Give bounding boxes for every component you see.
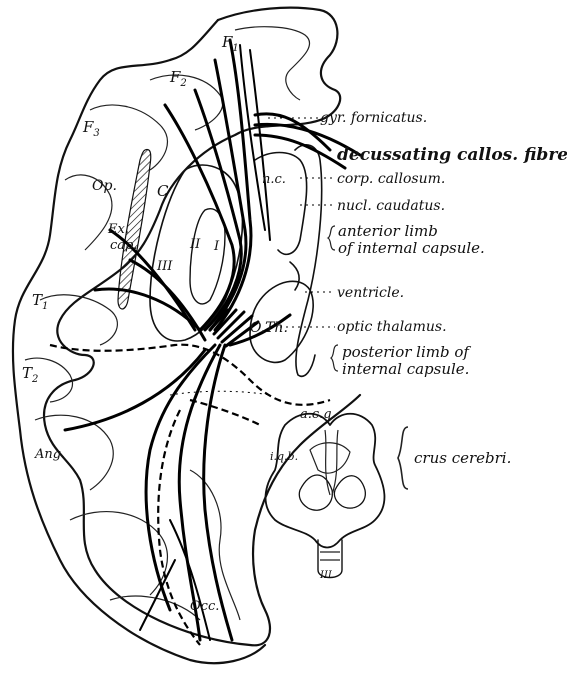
capsule-fibre-7: [204, 345, 232, 640]
globus-pallidus-outline: [190, 209, 225, 304]
label-decussating-callos-fibres: decussating callos. fibres.: [337, 145, 567, 165]
region-nc: n.c.: [262, 172, 286, 187]
ventricle-tail: [290, 262, 299, 290]
gyrus-contour-occ-3: [190, 470, 240, 620]
anterior-limb-fibre-2: [250, 50, 270, 240]
crus-cerebri-raphe: [325, 430, 330, 495]
label-anterior-limb-line1: anterior limb: [338, 222, 438, 240]
region-iii: III: [156, 259, 173, 274]
region-i: I: [213, 239, 220, 254]
region-f2: F2: [169, 68, 187, 89]
gyrus-contour-f1: [235, 27, 310, 100]
brace-anterior-limb: [328, 226, 335, 250]
label-posterior-limb-line1: posterior limb of: [342, 343, 471, 361]
region-ang: Ang.: [34, 447, 65, 462]
region-nerve-iii: III: [319, 570, 333, 581]
region-t1: T1: [32, 291, 48, 312]
decussating-fibre-1: [255, 114, 330, 150]
crus-cerebri-tegmentum: [310, 443, 350, 473]
gyrus-contour-f3: [90, 105, 167, 170]
label-posterior-limb-line2: internal capsule.: [342, 360, 469, 378]
label-crus-cerebri: crus cerebri.: [414, 449, 511, 467]
oculomotor-nerve-stripes: [320, 552, 340, 560]
label-optic-thalamus: optic thalamus.: [337, 319, 447, 335]
region-iqb: i.q.b.: [270, 450, 298, 463]
region-ex: Ex.: [107, 222, 129, 237]
capsule-fibre-4: [65, 350, 205, 430]
region-c: C: [157, 182, 169, 200]
region-t2: T2: [22, 364, 38, 385]
optic-radiation-3: [190, 400, 260, 425]
optic-radiation-dotted: [170, 391, 270, 395]
brace-posterior-limb: [331, 345, 338, 371]
label-anterior-limb-line2: of internal capsule.: [338, 239, 485, 257]
region-cap: cap.: [110, 238, 138, 253]
crus-cerebri-inner-left: [299, 475, 332, 510]
label-corp-callosum: corp. callosum.: [337, 171, 445, 187]
hemisphere-outline-left: [13, 20, 265, 663]
label-gyr-fornicatus: gyr. fornicatus.: [320, 110, 427, 126]
ventricle-outline: [295, 145, 322, 377]
region-oth: O.Th.: [250, 320, 288, 336]
label-nucl-caudatus: nucl. caudatus.: [337, 198, 445, 214]
label-ventricle: ventricle.: [337, 285, 404, 301]
region-ii: II: [189, 237, 201, 252]
brace-crus-cerebri: [398, 427, 408, 489]
crus-cerebri-inner-right: [334, 476, 365, 508]
region-acq: a.c.q.: [300, 407, 336, 422]
region-f1: F1: [221, 33, 239, 54]
region-op: Op.: [92, 178, 117, 194]
region-f3: F3: [82, 118, 100, 139]
region-occ: Occ.: [190, 599, 219, 614]
gyrus-contour-t1: [40, 295, 117, 345]
